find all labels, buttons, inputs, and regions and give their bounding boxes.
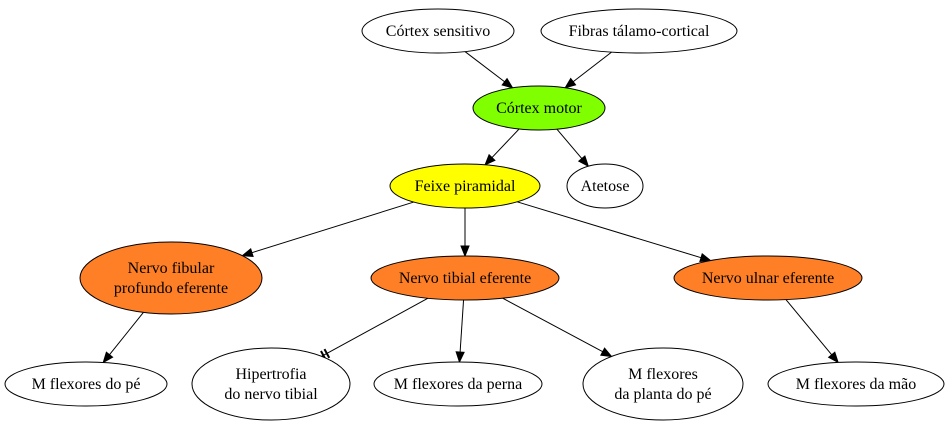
arrowhead-icon [102, 351, 114, 364]
node-label: M flexores do pé [32, 376, 141, 393]
nodes-layer: Córtex sensitivo Fibras tálamo-corticalCó… [4, 8, 945, 421]
edge-tibial-to-perna [455, 299, 465, 364]
node-label: Fibras tálamo-cortical [569, 23, 710, 40]
arrowhead-icon [241, 248, 254, 258]
node-label: profundo eferente [114, 280, 228, 297]
node-ellipse [472, 85, 606, 131]
node-ellipse [4, 361, 168, 407]
node-ellipse [191, 347, 351, 421]
node-label: Nervo ulnar eferente [702, 270, 834, 287]
node-cortex-sensitivo: Córtex sensitivo [361, 8, 515, 54]
node-cortex-motor: Córtex motor [472, 85, 606, 131]
node-ellipse [370, 255, 560, 301]
edge-feixe-to-tibial [460, 208, 470, 258]
node-planta: M flexores da planta do pé [582, 347, 744, 421]
edge-ulnar-to-mao [785, 299, 839, 364]
node-ellipse [673, 255, 863, 301]
node-atetose: Atetose [566, 163, 644, 209]
node-ellipse [361, 8, 515, 54]
node-label: Feixe piramidal [415, 178, 516, 195]
node-label: Hipertrofia [235, 366, 306, 383]
node-feixe: Feixe piramidal [389, 163, 541, 209]
edge-fibras-to-cortex-motor [564, 51, 612, 89]
node-pe: M flexores do pé [4, 361, 168, 407]
node-label: da planta do pé [614, 386, 711, 403]
node-ellipse [373, 361, 543, 407]
node-ellipse [582, 347, 744, 421]
edge-cortex-motor-to-atetose [556, 128, 590, 168]
edge-cortex-motor-to-feixe [484, 128, 520, 166]
edge-tibial-to-hipertrofia [320, 297, 429, 361]
node-perna: M flexores da perna [373, 361, 543, 407]
edges-layer [102, 51, 839, 364]
edge-feixe-to-fibular [241, 201, 414, 258]
node-label: M flexores da mão [796, 376, 916, 393]
node-ellipse [566, 163, 644, 209]
node-label: Nervo tibial eferente [399, 270, 531, 287]
node-label: M flexores [628, 366, 698, 383]
arrowhead-icon [455, 351, 465, 364]
arrowhead-icon [577, 155, 590, 168]
node-hipertrofia: Hipertrofia do nervo tibial [191, 347, 351, 421]
edge-feixe-to-ulnar [516, 201, 712, 263]
node-label: Córtex motor [496, 100, 582, 117]
node-label: Nervo fibular [128, 260, 215, 277]
arrowhead-icon [501, 77, 514, 89]
arrowhead-icon [699, 252, 712, 263]
edge-fibular-to-pe [102, 312, 144, 364]
node-ellipse [540, 8, 738, 54]
arrowhead-icon [484, 153, 496, 166]
node-label: do nervo tibial [224, 386, 318, 403]
node-ellipse [767, 361, 945, 407]
node-ulnar: Nervo ulnar eferente [673, 255, 863, 301]
node-fibular: Nervo fibular profundo eferente [79, 241, 263, 315]
node-ellipse [389, 163, 541, 209]
arrowhead-icon [460, 245, 470, 258]
node-mao: M flexores da mão [767, 361, 945, 407]
node-label: Córtex sensitivo [386, 23, 490, 40]
edge-cortex-sensitivo-to-cortex-motor [464, 51, 514, 89]
edge-tibial-to-planta [502, 297, 613, 358]
node-label: M flexores da perna [394, 376, 522, 393]
node-fibras: Fibras tálamo-cortical [540, 8, 738, 54]
arrowhead-icon [600, 347, 613, 358]
arrowhead-icon [827, 351, 839, 364]
node-label: Atetose [581, 178, 630, 195]
node-ellipse [79, 241, 263, 315]
arrowhead-icon [564, 77, 577, 89]
node-tibial: Nervo tibial eferente [370, 255, 560, 301]
